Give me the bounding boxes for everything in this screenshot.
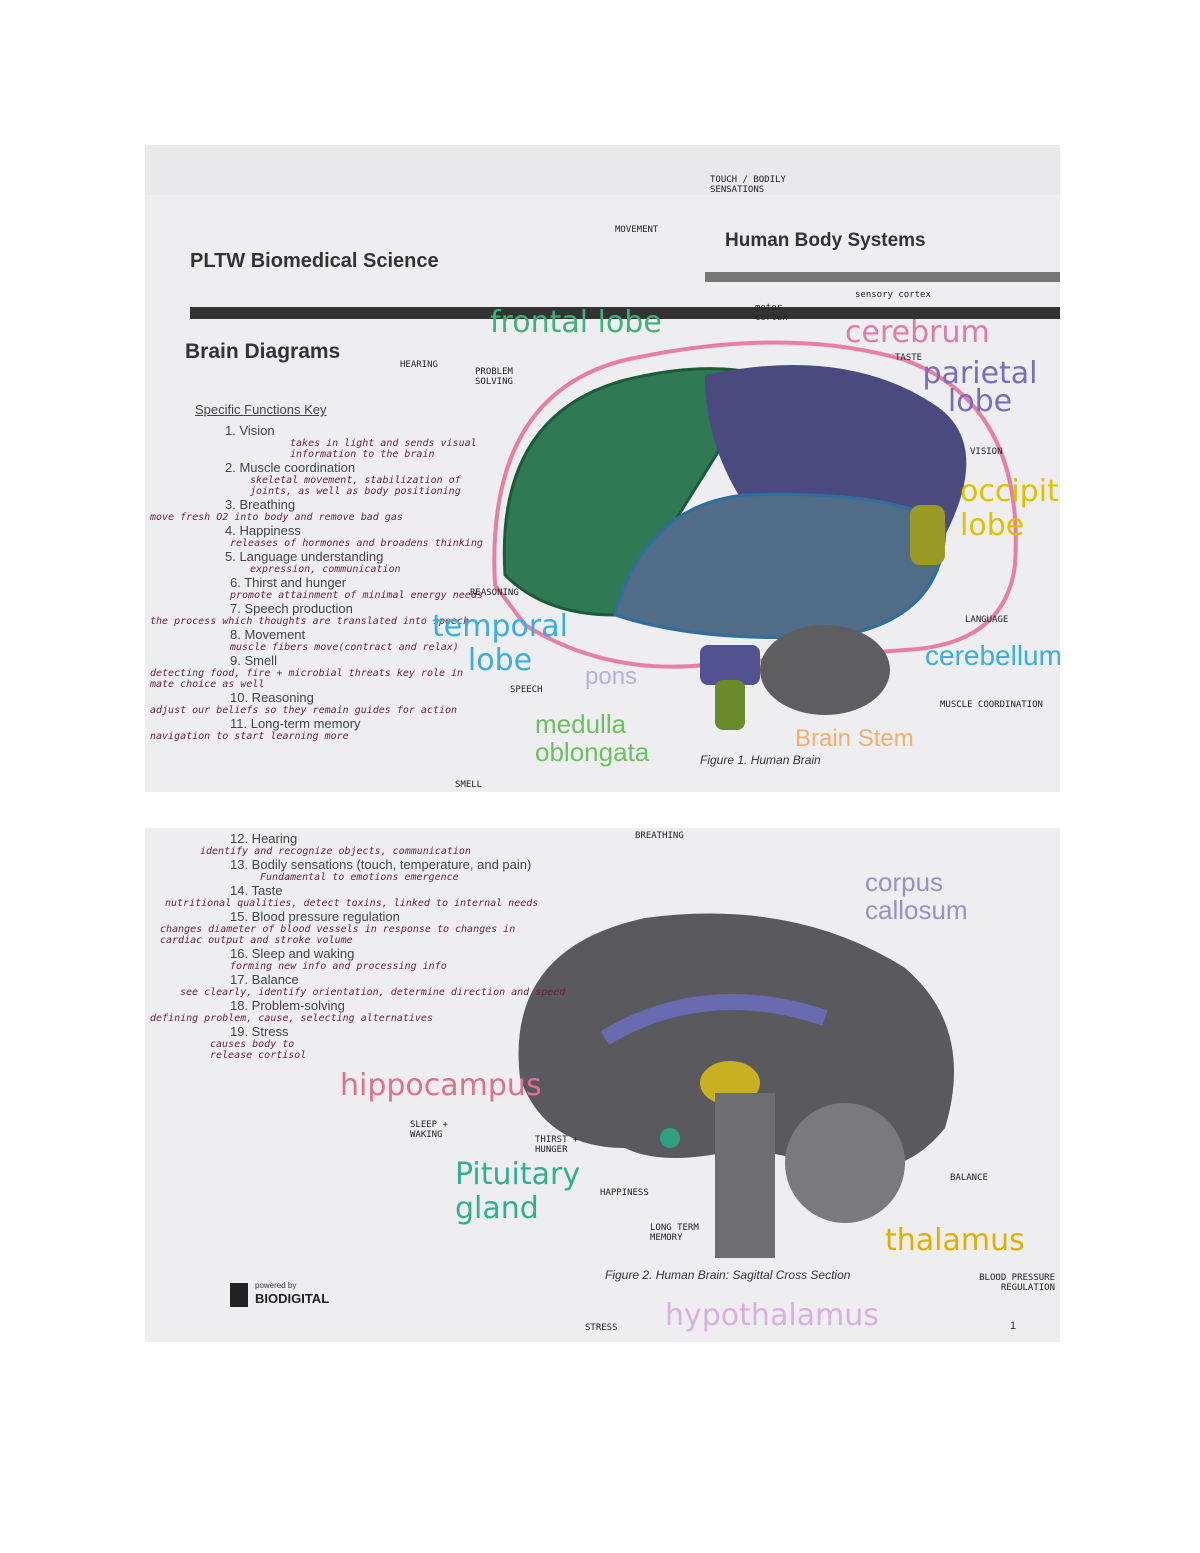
page-number: 1 <box>1010 1320 1017 1332</box>
callout-problem-solving: PROBLEM SOLVING <box>475 367 513 387</box>
callout-stress: STRESS <box>585 1323 618 1333</box>
callout-sensory-cortex: sensory cortex <box>855 290 931 300</box>
label-hippocampus: hippocampus <box>340 1068 542 1103</box>
callout-blood-pressure: BLOOD PRESSURE REGULATION <box>979 1273 1055 1293</box>
callout-taste: TASTE <box>895 353 923 363</box>
label-cerebellum: cerebellum <box>925 640 1060 671</box>
logo-text: BIODIGITAL <box>255 1291 330 1306</box>
callout-speech: SPEECH <box>510 685 543 695</box>
brain-sagittal-drawing <box>518 913 954 1258</box>
page-title: Brain Diagrams <box>185 340 341 363</box>
key-title: Specific Functions Key <box>195 402 327 417</box>
label-parietal-lobe: parietal lobe <box>922 356 1038 419</box>
label-frontal-lobe: frontal lobe <box>490 305 662 340</box>
callout-thirst-hunger: THIRST + HUNGER <box>535 1135 579 1155</box>
callout-sleep-waking: SLEEP + WAKING <box>410 1120 448 1140</box>
callout-movement: MOVEMENT <box>615 225 659 235</box>
callout-smell: SMELL <box>455 780 483 790</box>
figure-2-caption: Figure 2. Human Brain: Sagittal Cross Se… <box>605 1268 851 1282</box>
label-temporal-lobe: temporal lobe <box>432 609 568 678</box>
callout-balance: BALANCE <box>950 1173 988 1183</box>
callout-muscle-coordination: MUSCLE COORDINATION <box>940 700 1043 710</box>
callout-happiness: HAPPINESS <box>600 1188 649 1198</box>
label-thalamus: thalamus <box>885 1223 1025 1258</box>
label-pons: pons <box>585 663 638 690</box>
label-occipital-lobe: occipital lobe <box>960 474 1060 543</box>
callout-long-term-memory: LONG TERM MEMORY <box>650 1223 699 1243</box>
callout-hearing: HEARING <box>400 360 438 370</box>
callout-breathing: BREATHING <box>635 831 684 841</box>
worksheet-photo-1: PLTW Biomedical Science Human Body Syste… <box>145 145 1060 792</box>
logo-tagline: powered by <box>255 1281 297 1290</box>
figure-1-caption: Figure 1. Human Brain <box>700 753 821 767</box>
callout-reasoning: REASONING <box>470 588 519 598</box>
callout-touch: TOUCH / BODILY SENSATIONS <box>710 175 786 195</box>
label-pituitary-gland: Pituitary gland <box>455 1157 581 1226</box>
brain-lateral-drawing <box>145 145 1060 730</box>
label-medulla-oblongata: medulla oblongata <box>535 709 650 767</box>
biodigital-logo-icon <box>230 1283 248 1307</box>
label-hypothalamus: hypothalamus <box>665 1298 879 1333</box>
unit-header: Human Body Systems <box>725 230 926 251</box>
callout-vision: VISION <box>970 447 1003 457</box>
callout-language: LANGUAGE <box>965 615 1009 625</box>
label-cerebrum: cerebrum <box>845 315 990 350</box>
course-header: PLTW Biomedical Science <box>190 250 439 272</box>
key-item: 13. Bodily sensations (touch, temperatur… <box>230 857 532 883</box>
callout-motor-cortex: motor cortex <box>755 303 788 323</box>
label-corpus-callosum: corpus callosum <box>865 867 968 925</box>
label-brain-stem: Brain Stem <box>795 725 914 752</box>
